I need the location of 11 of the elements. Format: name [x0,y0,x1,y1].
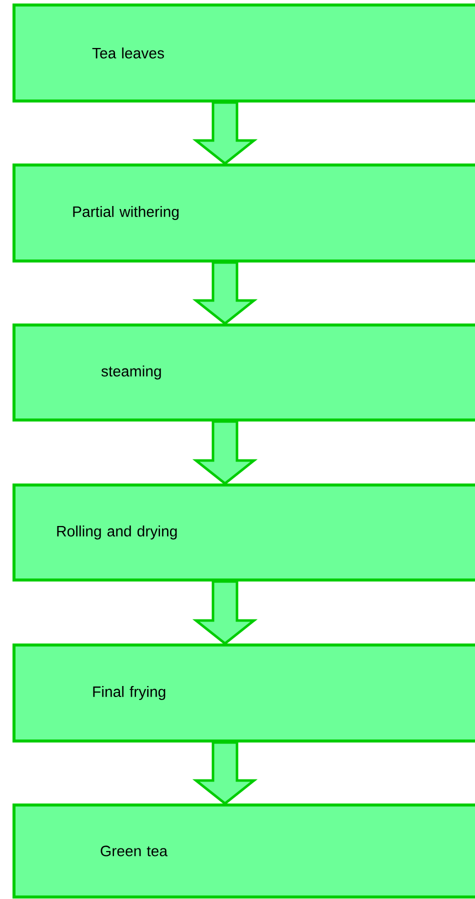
process-box: Final frying [12,644,475,742]
block-arrow [192,580,258,646]
block-arrow [192,741,258,806]
process-box: Tea leaves [12,4,475,102]
block-arrow [192,261,258,326]
process-box: steaming [12,324,475,422]
process-box: Green tea [12,804,475,898]
block-arrow [192,420,258,486]
process-box: Rolling and drying [12,484,475,582]
block-arrow [192,101,258,166]
process-box: Partial withering [12,164,475,262]
